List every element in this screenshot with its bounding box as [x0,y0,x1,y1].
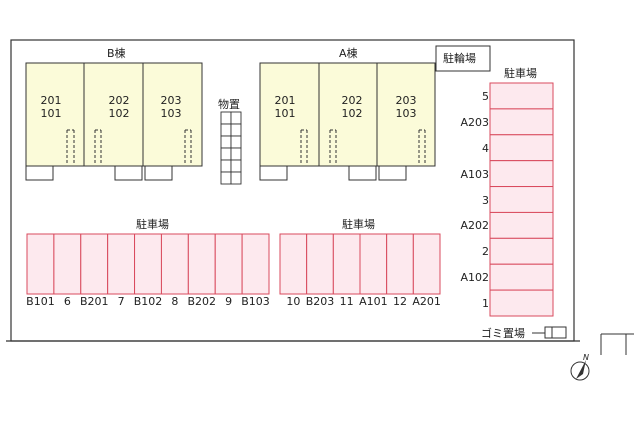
parking-slot-label: B102 [133,295,163,308]
parking-stall [214,233,243,295]
parking-stall [306,233,334,295]
unit-lower-number: 102 [341,107,363,120]
parking-slot-label: 1 [482,297,489,311]
parking-slot-label: 2 [482,245,489,259]
parking-stall [489,289,554,317]
parking-stall [241,233,270,295]
parking-slot-label: B202 [187,295,217,308]
parking-slot-label: B203 [305,295,335,308]
parking-stall [412,233,441,295]
parking-stall [187,233,216,295]
bicycle-parking-label: 駐輪場 [443,52,476,65]
parking-stall [332,233,361,295]
unit-upper-number: 203 [395,94,417,107]
parking-left-label: 駐車場 [136,218,169,231]
unit-a-2: 202 102 [335,94,369,120]
parking-stall [107,233,136,295]
unit-a-1: 201 101 [268,94,302,120]
parking-stall [80,233,109,295]
parking-slot-label: B101 [26,295,55,308]
parking-slot-label: 5 [482,89,489,103]
unit-b-3: 203 103 [154,94,188,120]
parking-slot-label: 12 [393,295,407,308]
parking-lot-middle [279,233,441,295]
unit-lower-number: 103 [395,107,417,120]
parking-middle-label: 駐車場 [342,218,375,231]
parking-slot-label: 4 [482,141,489,155]
garbage-box [544,326,567,339]
building-a [259,62,436,181]
parking-stall [386,233,414,295]
unit-upper-number: 201 [274,94,296,107]
building-b-name: B棟 [107,47,126,60]
north-label: N [583,353,589,362]
unit-b-2: 202 102 [102,94,136,120]
parking-stall [53,233,82,295]
parking-stall [489,186,554,213]
parking-slot-label: A203 [460,115,489,129]
parking-slot-label: B103 [241,295,270,308]
parking-stall [279,233,308,295]
parking-slot-label: 8 [171,295,179,308]
parking-stall [489,108,554,136]
parking-slot-label: B201 [79,295,109,308]
unit-upper-number: 201 [40,94,62,107]
parking-lot-right [489,82,554,317]
parking-slot-label: A102 [460,271,489,285]
parking-slot-label: A103 [460,167,489,181]
parking-slot-label: 7 [117,295,125,308]
unit-upper-number: 202 [341,94,363,107]
parking-stall [26,233,55,295]
parking-stall [489,160,554,188]
parking-right-label: 駐車場 [504,67,537,80]
parking-slot-label: A101 [359,295,388,308]
storage-sheds [220,111,242,185]
unit-upper-number: 202 [108,94,130,107]
unit-lower-number: 103 [160,107,182,120]
parking-slot-label: 9 [225,295,233,308]
parking-slot-label: A202 [460,219,489,233]
unit-lower-number: 101 [40,107,62,120]
north-arrow-icon [570,360,590,381]
parking-lot-left [26,233,270,295]
parking-stall [489,211,554,239]
unit-upper-number: 203 [160,94,182,107]
parking-stall [489,134,554,162]
unit-b-1: 201 101 [34,94,68,120]
parking-slot-label: A201 [412,295,441,308]
parking-stall [489,237,554,265]
unit-a-3: 203 103 [389,94,423,120]
parking-stall [359,233,388,295]
garbage-label: ゴミ置場 [481,327,525,340]
parking-slot-label: 3 [482,193,489,207]
building-a-name: A棟 [339,47,358,60]
storage-label: 物置 [218,98,240,111]
parking-slot-label: 10 [286,295,301,308]
parking-stall [489,263,554,291]
bicycle-parking-box [435,45,491,72]
parking-stall [160,233,189,295]
parking-slot-label: 6 [63,295,71,308]
parking-stall [489,82,554,110]
unit-lower-number: 102 [108,107,130,120]
parking-slot-label: 11 [339,295,354,308]
parking-stall [134,233,162,295]
unit-lower-number: 101 [274,107,296,120]
building-b [25,62,203,181]
